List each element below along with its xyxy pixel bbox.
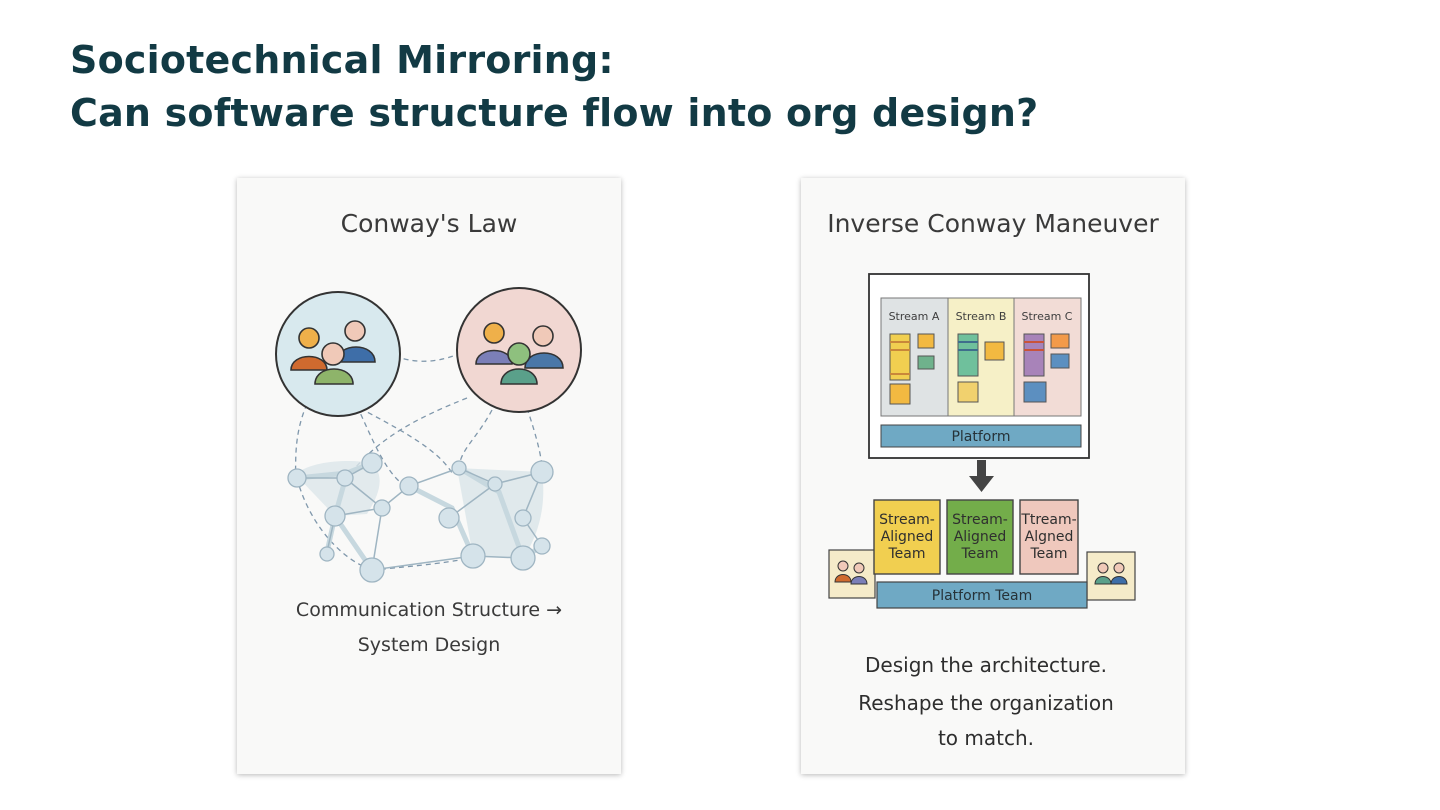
stream-c-column: Stream C (1013, 297, 1082, 417)
slide-title-line-1: Sociotechnical Mirroring: (70, 38, 614, 82)
platform-bar: Platform (880, 424, 1082, 448)
team-1-line-2: Aligned (881, 529, 934, 545)
inverse-conway-heading: Inverse Conway Maneuver (827, 209, 1159, 238)
inverse-conway-illustration: Inverse Conway Maneuver Stream A Stream … (827, 209, 1159, 750)
inverse-conway-caption-line-1: Design the architecture. (865, 653, 1107, 677)
platform-team-bar: Platform Team (876, 581, 1088, 609)
team-3-line-1: Ttream- (1020, 512, 1076, 528)
team-2-line-1: Stream- (952, 512, 1008, 528)
stream-aligned-team-1: Stream- Aligned Team (873, 499, 941, 575)
platform-label: Platform (951, 429, 1010, 445)
stream-c-label: Stream C (1022, 310, 1073, 323)
team-1-line-1: Stream- (879, 512, 935, 528)
inverse-conway-card: Inverse Conway Maneuver Stream A Stream … (801, 178, 1185, 774)
slide-title: Sociotechnical Mirroring: Can software s… (70, 34, 1370, 140)
stream-aligned-team-3: Ttream- Algned Team (1019, 499, 1079, 575)
conways-law-card: Conway's Law (237, 178, 621, 774)
stream-a-label: Stream A (889, 310, 940, 323)
user-pair-icon-right (1086, 551, 1136, 601)
conways-law-caption-line-1: Communication Structure → (296, 599, 562, 621)
team-3-line-2: Algned (1025, 529, 1074, 545)
stream-b-column: Stream B (947, 297, 1015, 417)
inverse-conway-caption-line-2: Reshape the organization (858, 691, 1114, 715)
team-group-icon-pink (456, 287, 582, 413)
team-1-line-3: Team (887, 546, 925, 562)
conways-law-illustration: Conway's Law (275, 209, 582, 656)
conways-law-heading: Conway's Law (341, 209, 518, 238)
stream-b-label: Stream B (956, 310, 1007, 323)
conways-law-caption-line-2: System Design (358, 634, 501, 656)
slide-title-line-2: Can software structure flow into org des… (70, 91, 1039, 135)
inverse-conway-caption-line-3: to match. (938, 726, 1034, 750)
team-2-line-3: Team (960, 546, 998, 562)
stream-a-column: Stream A (880, 297, 949, 417)
team-3-line-3: Team (1029, 546, 1067, 562)
team-2-line-2: Aligned (954, 529, 1007, 545)
down-arrow-icon (969, 460, 994, 492)
user-pair-icon-left (828, 549, 876, 599)
platform-team-label: Platform Team (932, 588, 1033, 604)
system-network (287, 452, 554, 583)
stream-aligned-team-2: Stream- Aligned Team (946, 499, 1014, 575)
team-group-icon-blue (275, 291, 401, 417)
